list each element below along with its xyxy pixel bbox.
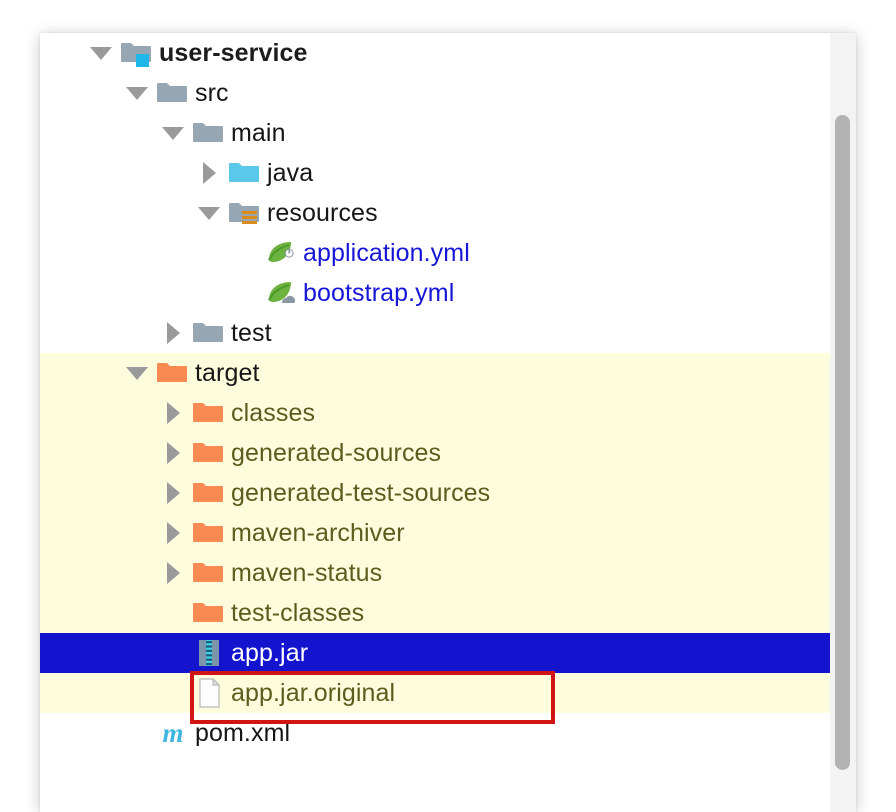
- folder-orange-icon: [190, 593, 228, 633]
- tree-row[interactable]: generated-test-sources: [40, 473, 856, 513]
- tree-row-label: maven-status: [231, 558, 383, 587]
- tree-row[interactable]: classes: [40, 393, 856, 433]
- tree-row-label: user-service: [159, 38, 308, 67]
- folder-orange-icon: [154, 353, 192, 393]
- folder-gray-icon: [154, 73, 192, 113]
- tree-row-label: app.jar.original: [231, 678, 396, 707]
- folder-module-gray-icon: [118, 33, 156, 73]
- tree-row-label: app.jar: [231, 638, 309, 667]
- tree-row-label: pom.xml: [195, 718, 291, 747]
- tree-row-label: target: [195, 358, 260, 387]
- tree-row-label: test: [231, 318, 272, 347]
- tree-row-label: classes: [231, 398, 316, 427]
- jar-archive-icon: [190, 633, 228, 673]
- folder-orange-icon: [190, 433, 228, 473]
- expand-arrow-right-icon[interactable]: [156, 553, 190, 593]
- expand-arrow-down-icon[interactable]: [84, 33, 118, 73]
- tree-row[interactable]: app.jar: [40, 633, 856, 673]
- tree-row[interactable]: java: [40, 153, 856, 193]
- folder-orange-icon: [190, 393, 228, 433]
- tree-row[interactable]: src: [40, 73, 856, 113]
- file-plain-icon: [190, 673, 228, 713]
- folder-resources-gray-icon: [226, 193, 264, 233]
- tree-row[interactable]: application.yml: [40, 233, 856, 273]
- folder-gray-icon: [190, 313, 228, 353]
- tree-row-label: application.yml: [303, 238, 470, 267]
- expand-arrow-placeholder: [228, 233, 262, 273]
- tree-row-label: bootstrap.yml: [303, 278, 455, 307]
- tree-row[interactable]: test-classes: [40, 593, 856, 633]
- tree-row[interactable]: resources: [40, 193, 856, 233]
- tree-row-label: test-classes: [231, 598, 365, 627]
- expand-arrow-right-icon[interactable]: [156, 433, 190, 473]
- folder-cyan-sources-icon: [226, 153, 264, 193]
- tree-row-label: maven-archiver: [231, 518, 405, 547]
- expand-arrow-placeholder: [228, 273, 262, 313]
- spring-leaf-cloud-icon: [262, 273, 300, 313]
- vertical-scrollbar-track[interactable]: [830, 33, 856, 812]
- expand-arrow-right-icon[interactable]: [156, 473, 190, 513]
- expand-arrow-right-icon[interactable]: [156, 513, 190, 553]
- vertical-scrollbar-thumb[interactable]: [835, 115, 850, 770]
- folder-orange-icon: [190, 513, 228, 553]
- tree-row[interactable]: generated-sources: [40, 433, 856, 473]
- folder-orange-icon: [190, 473, 228, 513]
- maven-m-icon: m: [154, 713, 192, 753]
- folder-orange-icon: [190, 553, 228, 593]
- expand-arrow-placeholder: [156, 673, 190, 713]
- svg-text:m: m: [162, 718, 183, 748]
- expand-arrow-placeholder: [120, 713, 154, 753]
- tree-row[interactable]: bootstrap.yml: [40, 273, 856, 313]
- expand-arrow-placeholder: [156, 593, 190, 633]
- tree-row-label: main: [231, 118, 286, 147]
- tree-row[interactable]: maven-status: [40, 553, 856, 593]
- tree-row[interactable]: target: [40, 353, 856, 393]
- tree-row[interactable]: app.jar.original: [40, 673, 856, 713]
- expand-arrow-placeholder: [156, 633, 190, 673]
- expand-arrow-right-icon[interactable]: [192, 153, 226, 193]
- tree-row[interactable]: main: [40, 113, 856, 153]
- expand-arrow-down-icon[interactable]: [120, 353, 154, 393]
- folder-gray-icon: [190, 113, 228, 153]
- tree-row[interactable]: user-service: [40, 33, 856, 73]
- expand-arrow-down-icon[interactable]: [120, 73, 154, 113]
- expand-arrow-down-icon[interactable]: [156, 113, 190, 153]
- tree-row[interactable]: maven-archiver: [40, 513, 856, 553]
- tree-row-label: resources: [267, 198, 378, 227]
- expand-arrow-right-icon[interactable]: [156, 393, 190, 433]
- tree-row-label: generated-test-sources: [231, 478, 491, 507]
- spring-leaf-gear-icon: [262, 233, 300, 273]
- tree-row-label: src: [195, 78, 229, 107]
- tree-row[interactable]: test: [40, 313, 856, 353]
- tree-row-label: java: [267, 158, 314, 187]
- tree-row[interactable]: m pom.xml: [40, 713, 856, 753]
- expand-arrow-right-icon[interactable]: [156, 313, 190, 353]
- expand-arrow-down-icon[interactable]: [192, 193, 226, 233]
- tree-row-label: generated-sources: [231, 438, 442, 467]
